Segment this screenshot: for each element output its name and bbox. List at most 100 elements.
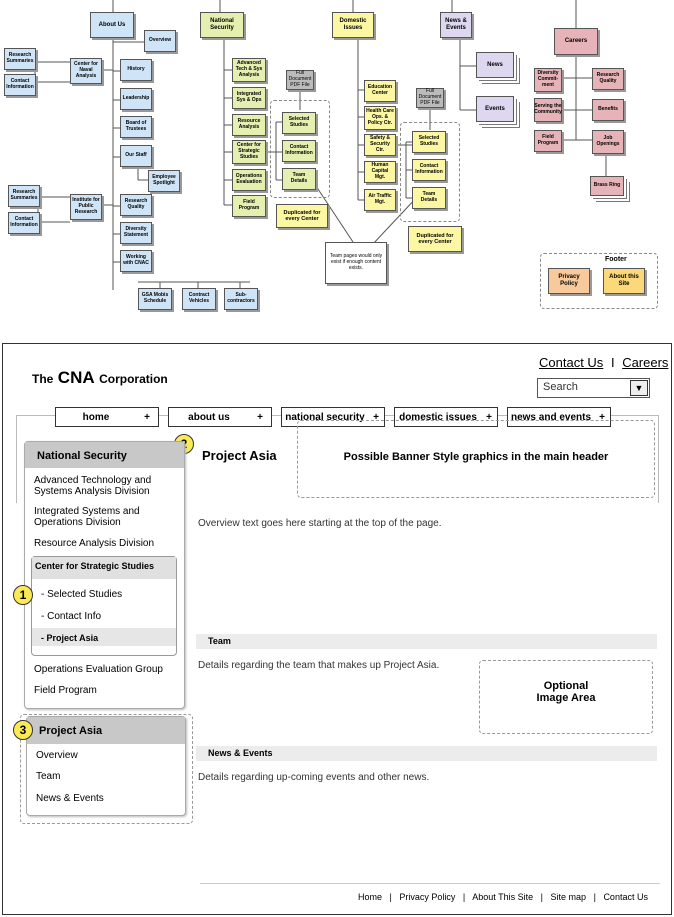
footer-divider <box>200 883 660 884</box>
sidebar-item-resource-analysis[interactable]: Resource Analysis Division <box>34 538 155 549</box>
sitemap-about-staff: Our Staff <box>120 145 152 167</box>
sitemap-national-security: National Security <box>200 12 244 38</box>
footer-link-home[interactable]: Home <box>358 892 383 902</box>
careers-link[interactable]: Careers <box>622 355 669 370</box>
sidebar-item-advanced-tech[interactable]: Advanced Technology and Systems Analysis… <box>34 475 152 497</box>
sitemap-ns-resource: Resource Analysis <box>232 114 266 136</box>
plus-icon: + <box>144 411 150 423</box>
footer-separator: | <box>540 892 544 902</box>
sidebar2-item-news-events[interactable]: News & Events <box>36 793 104 804</box>
sidebar2-item-overview[interactable]: Overview <box>36 750 78 761</box>
sitemap-about-quality: Research Quality <box>120 194 152 216</box>
sitemap-institute-contact: Contact Information <box>8 212 40 234</box>
sitemap-ns-integrated: Integrated Sys & Ops <box>232 87 266 109</box>
sidebar-sub-contact-info[interactable]: - Contact Info <box>41 611 102 622</box>
footer-link-privacy[interactable]: Privacy Policy <box>399 892 456 902</box>
sitemap-about-history: History <box>120 59 152 81</box>
footer-link-sitemap[interactable]: Site map <box>550 892 587 902</box>
sitemap-about-diversity: Diversity Statement <box>120 222 152 244</box>
sitemap-about-working: Working with CNAC <box>120 250 152 272</box>
sidebar-item-integrated-systems[interactable]: Integrated Systems and Operations Divisi… <box>34 506 140 528</box>
logo-the: The <box>32 372 54 386</box>
sidebar-item-operations-evaluation[interactable]: Operations Evaluation Group <box>34 664 163 675</box>
cna-logo[interactable]: The CNA Corporation <box>32 368 168 388</box>
sitemap-contract-vehicles: Contract Vehicles <box>182 288 216 310</box>
sitemap-di-air: Air Traffic Mgt. <box>364 189 396 211</box>
footer-separator: | <box>462 892 466 902</box>
nav-tab-national-security[interactable]: national security + <box>281 407 385 427</box>
sitemap-careers-diversity: Diversity Commit-ment <box>534 68 562 92</box>
nav-tab-domestic-issues[interactable]: domestic issues + <box>394 407 498 427</box>
sitemap-di-education: Education Center <box>364 80 396 102</box>
team-text: Details regarding the team that makes up… <box>198 660 440 671</box>
plus-icon: + <box>486 411 492 423</box>
sitemap-ns-pdf: Full Document PDF File <box>286 70 314 90</box>
sitemap-di-team: Team Details <box>412 187 446 209</box>
sidebar-item-field-program[interactable]: Field Program <box>34 685 97 696</box>
sitemap-careers-benefits: Benefits <box>592 99 624 121</box>
sitemap-about-spotlight: Employee Spotlight <box>148 170 180 192</box>
search-dropdown-button[interactable]: ▼ <box>630 380 648 396</box>
footer-links: Home | Privacy Policy | About This Site … <box>358 892 648 902</box>
sitemap-domestic-issues: Domestic Issues <box>332 12 374 38</box>
nav-tab-about-us[interactable]: about us + <box>168 407 272 427</box>
sitemap-events: Events <box>476 96 514 122</box>
nav-tab-news-events[interactable]: news and events + <box>507 407 611 427</box>
sitemap-ns-strategic: Center for Strategic Studies <box>232 140 266 164</box>
plus-icon: + <box>599 411 605 423</box>
nav-tab-home-label: home <box>82 411 110 423</box>
sitemap-callout: Team pages would only exist if enough co… <box>325 242 387 284</box>
contact-us-link[interactable]: Contact Us <box>539 355 604 370</box>
sidebar-title[interactable]: National Security <box>25 442 184 468</box>
sidebar2-dashed-outline <box>20 714 193 824</box>
sitemap-ns-team: Team Details <box>282 168 316 190</box>
footer-link-contact[interactable]: Contact Us <box>603 892 648 902</box>
sitemap-di-safety: Safety & Security Ctr. <box>364 134 396 156</box>
logo-cna: CNA <box>57 368 95 387</box>
top-links-separator: I <box>610 355 615 370</box>
footer-separator: | <box>389 892 392 902</box>
banner-area <box>297 420 655 498</box>
nav-tab-home[interactable]: home + <box>55 407 159 427</box>
logo-corporation: Corporation <box>99 372 168 386</box>
sitemap-careers-community: Serving the Community <box>534 98 562 122</box>
footer-link-about[interactable]: About This Site <box>472 892 534 902</box>
sidebar-center-title[interactable]: Center for Strategic Studies <box>32 557 176 579</box>
optional-image-area <box>479 660 653 734</box>
sidebar2-item-team[interactable]: Team <box>36 771 61 782</box>
sitemap-ns-contact: Contact Information <box>282 140 316 162</box>
sitemap-footer-box <box>540 253 658 309</box>
sidebar-sub-selected-studies[interactable]: - Selected Studies <box>41 589 123 600</box>
nav-tab-news-label: news and events <box>510 411 592 423</box>
sitemap-footer-privacy: Privacy Policy <box>548 268 590 294</box>
sitemap-about-us: About Us <box>90 12 134 38</box>
top-links: Contact Us I Careers <box>539 355 668 370</box>
sitemap-di-pdf: Full Document PDF File <box>416 88 444 108</box>
sitemap-naval-research: Research Summaries <box>4 48 36 70</box>
sitemap-about-leadership: Leadership <box>120 88 152 110</box>
sitemap-institute-research: Research Summaries <box>8 185 40 207</box>
sitemap-ns-dup-group <box>270 100 330 198</box>
sitemap-news-events: News & Events <box>440 12 472 38</box>
sitemap-careers-brass: Brass Ring <box>590 176 624 196</box>
sitemap-gsa: GSA Mobis Schedule <box>138 288 172 310</box>
search-input[interactable]: Search <box>543 381 578 393</box>
sitemap-ns-operations: Operations Evaluation <box>232 169 266 191</box>
sitemap-di-human: Human Capital Mgt. <box>364 161 396 183</box>
plus-icon: + <box>373 411 379 423</box>
sitemap-footer-title: Footer <box>605 256 627 263</box>
sitemap-ns-field: Field Program <box>232 195 266 217</box>
banner-text: Possible Banner Style graphics in the ma… <box>343 451 609 463</box>
nav-tab-about-label: about us <box>188 411 230 423</box>
sidebar2-title[interactable]: Project Asia <box>27 717 185 744</box>
sitemap-di-health: Health Care Ops. & Policy Ctr. <box>364 106 396 130</box>
sitemap-footer-about: About this Site <box>603 268 645 294</box>
sidebar-sub-project-asia[interactable]: - Project Asia <box>41 633 99 643</box>
sitemap-di-dup-note: Duplicated for every Center <box>408 226 462 252</box>
sitemap-news: News <box>476 52 514 78</box>
search-box[interactable]: Search ▼ <box>537 378 650 398</box>
page-title: Project Asia <box>202 448 277 463</box>
sitemap-institute: Institute for Public Research <box>70 194 102 220</box>
optional-image-label: Optional Image Area <box>536 680 596 704</box>
sitemap-about-board: Board of Trustees <box>120 116 152 138</box>
